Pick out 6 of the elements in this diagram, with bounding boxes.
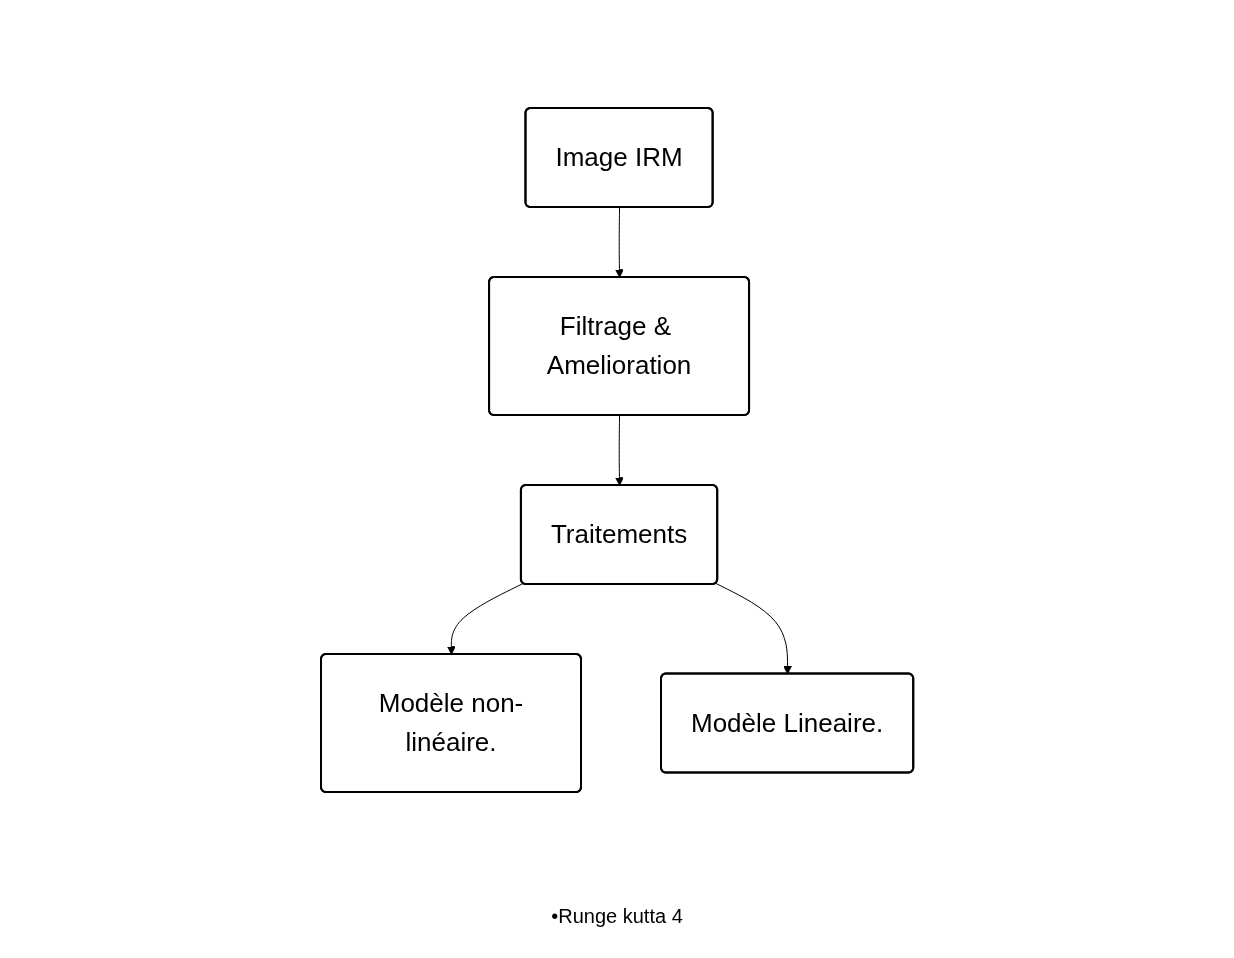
arrow — [614, 415, 624, 486]
arrow — [715, 582, 792, 675]
note-text: •Runge kutta 4 — [551, 905, 683, 927]
arrow — [446, 582, 524, 655]
node-text: Modèle non-linéaire. — [378, 688, 524, 757]
arrow — [614, 207, 624, 278]
